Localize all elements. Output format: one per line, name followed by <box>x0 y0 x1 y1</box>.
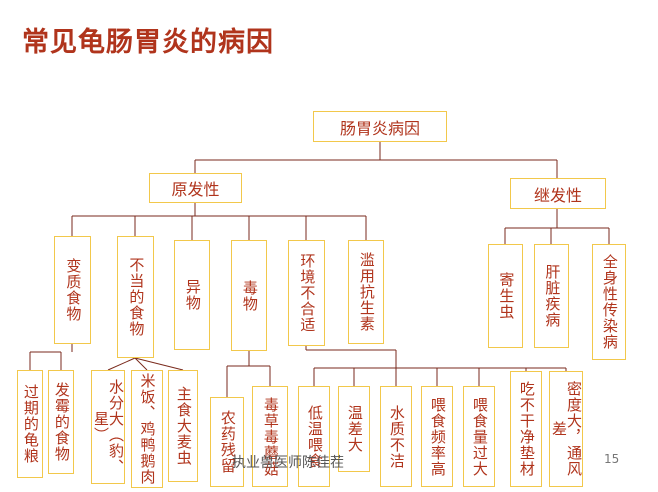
spoiled-expired-food: 过期的龟粮 <box>17 370 43 478</box>
cause-environment: 环境不合适 <box>288 240 325 346</box>
env-feeding-frequency: 喂食频率高 <box>421 386 453 487</box>
improper-mealworm-staple: 主食大麦虫 <box>168 370 198 482</box>
cause-systemic-infection: 全身性传染病 <box>592 244 626 360</box>
env-high-density: 密度大，通风差 <box>549 371 583 487</box>
env-low-temp-feeding: 低温喂食 <box>298 386 330 487</box>
env-dirty-substrate: 吃不干净垫材 <box>510 371 542 487</box>
cause-improper-food: 不当的食物 <box>117 236 154 358</box>
root-node: 肠胃炎病因 <box>313 111 447 142</box>
spoiled-moldy-food: 发霉的食物 <box>48 370 74 474</box>
improper-rice-poultry: 米饭、鸡鸭鹅肉 <box>131 370 163 488</box>
env-dirty-water: 水质不洁 <box>380 386 412 487</box>
cause-spoiled-food: 变质食物 <box>54 236 91 344</box>
cause-parasite: 寄生虫 <box>488 244 523 348</box>
improper-watery-food: 水分大（豹、星） <box>91 370 125 484</box>
page-number: 15 <box>604 452 620 466</box>
secondary-node: 继发性 <box>510 178 606 209</box>
primary-node: 原发性 <box>149 173 242 203</box>
poison-toxic-plants: 毒草毒蘑菇 <box>252 386 288 487</box>
cause-liver-disease: 肝脏疾病 <box>534 244 569 348</box>
env-overfeeding: 喂食量过大 <box>463 386 495 487</box>
cause-poison: 毒物 <box>231 240 267 351</box>
cause-antibiotic-abuse: 滥用抗生素 <box>348 240 384 344</box>
footer-author: 执业兽医师陈佳茬 <box>232 455 344 471</box>
page-title: 常见龟肠胃炎的病因 <box>22 27 274 58</box>
env-temp-difference: 温差大 <box>338 386 370 472</box>
cause-foreign-object: 异物 <box>174 240 210 350</box>
poison-pesticide: 农药残留 <box>210 397 244 487</box>
